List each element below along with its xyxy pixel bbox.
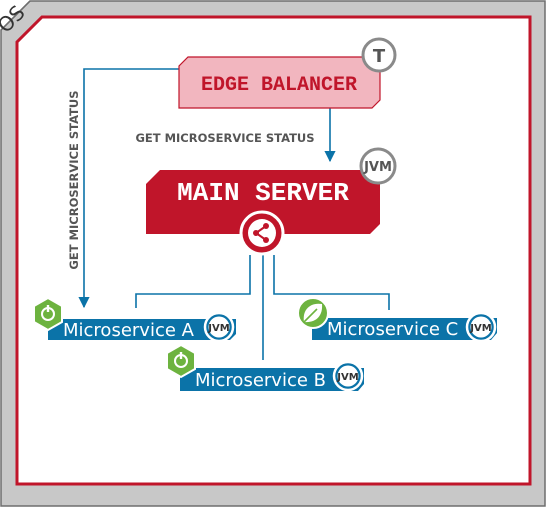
- main-server-node[interactable]: MAIN SERVER: [146, 170, 380, 234]
- microservice-b-node[interactable]: Microservice B JVM: [180, 360, 364, 392]
- microservice-b-name: Microservice B: [195, 370, 326, 391]
- spring-leaf-icon: [297, 297, 329, 329]
- status-edge-to-a: [78, 68, 179, 309]
- main-server-title: MAIN SERVER: [177, 178, 349, 208]
- edge-balancer-title: EDGE BALANCER: [201, 74, 357, 97]
- connectors: [78, 68, 390, 360]
- microservice-c-name: Microservice C: [327, 319, 458, 340]
- spring-boot-icon: [33, 296, 63, 332]
- status-label-vertical: GET MICROSERVICE STATUS: [67, 90, 81, 269]
- share-icon: [239, 210, 285, 256]
- link-main-to-c: [273, 255, 390, 310]
- edge-balancer-node[interactable]: EDGE BALANCER: [178, 56, 381, 109]
- spring-boot-icon: [166, 343, 196, 379]
- main-server-badge-text: JVM: [363, 160, 392, 175]
- microservice-a-node[interactable]: Microservice A JVM: [48, 311, 236, 343]
- edge-balancer-badge: T: [361, 37, 397, 73]
- main-server-badge: JVM: [359, 147, 397, 185]
- microservice-c-node[interactable]: Microservice C JVM: [312, 311, 497, 343]
- edge-balancer-badge-text: T: [373, 46, 386, 67]
- link-main-to-a: [135, 255, 251, 308]
- status-label-horizontal: GET MICROSERVICE STATUS: [135, 131, 314, 145]
- microservice-b-badge: JVM: [336, 372, 358, 383]
- microservice-a-badge: JVM: [207, 323, 229, 334]
- microservice-a-name: Microservice A: [63, 320, 195, 341]
- microservice-c-badge: JVM: [469, 323, 491, 334]
